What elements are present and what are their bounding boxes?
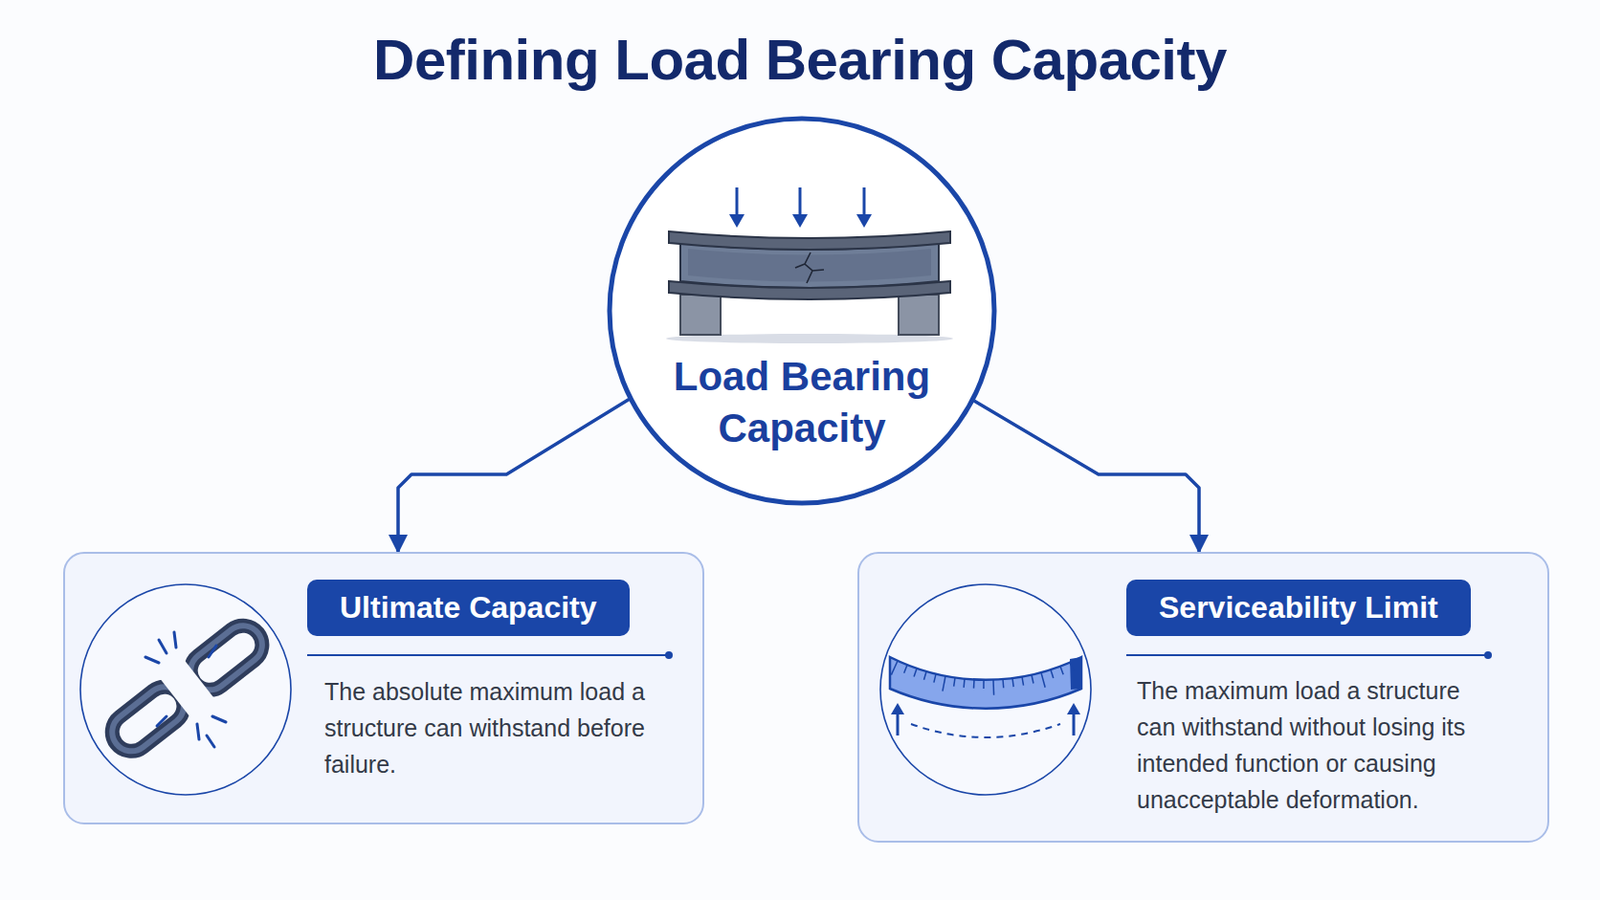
definition-text: The absolute maximum load a structure ca… — [324, 673, 645, 783]
beam-illustration — [661, 181, 958, 350]
connector-arrow — [974, 400, 1200, 553]
heading-rule — [307, 649, 675, 662]
connector-arrow — [398, 399, 629, 553]
circle-outline — [609, 118, 995, 504]
curved-ruler-icon — [878, 582, 1093, 798]
heading-pill: Ultimate Capacity — [307, 579, 630, 637]
definition-panel: Ultimate CapacityThe absolute maximum lo… — [63, 552, 705, 825]
definition-text: The maximum load a structure can withsta… — [1136, 672, 1503, 819]
concept-label: Load Bearing Capacity — [648, 351, 956, 455]
heading-rule — [1126, 649, 1494, 662]
broken-chain-icon — [78, 582, 293, 798]
heading-pill: Serviceability Limit — [1126, 579, 1471, 637]
concept-circle: Load Bearing Capacity — [606, 115, 998, 507]
definition-panel: Serviceability LimitThe maximum load a s… — [857, 552, 1550, 844]
diagram-title: Defining Load Bearing Capacity — [0, 26, 1600, 93]
